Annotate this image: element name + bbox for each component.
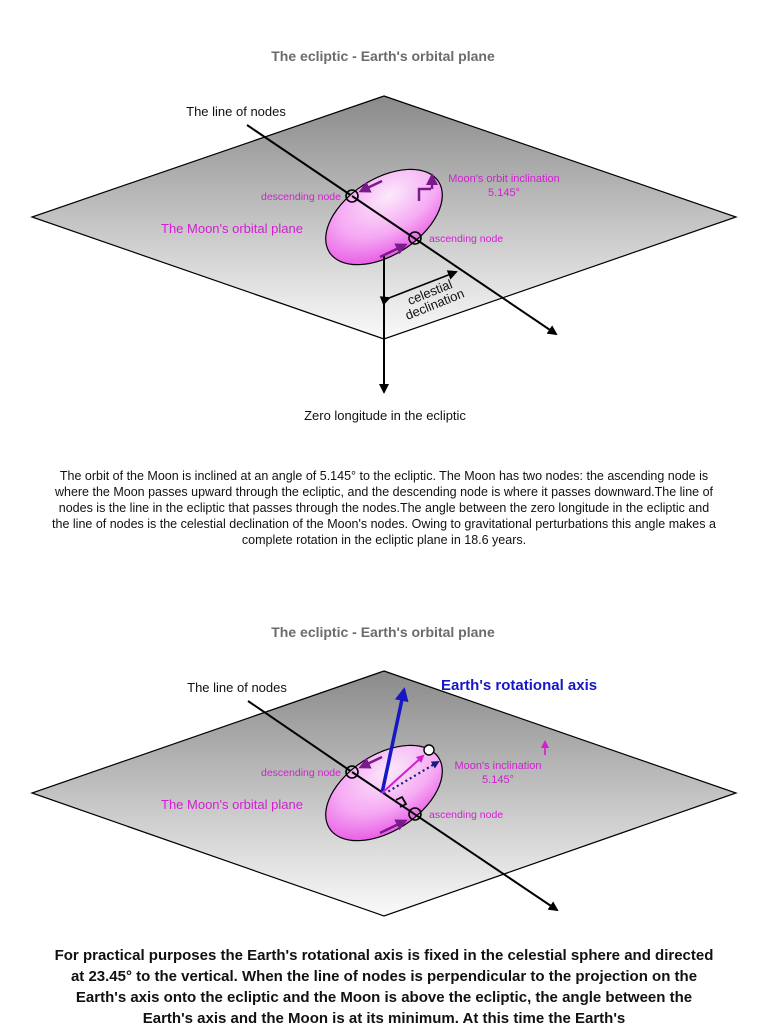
inclination-label-line2: 5.145° [488, 187, 520, 199]
zero-longitude-label: Zero longitude in the ecliptic [304, 408, 466, 423]
line-of-nodes-label-2: The line of nodes [187, 680, 287, 695]
line-of-nodes-lower [351, 195, 558, 336]
line-of-nodes-label: The line of nodes [186, 104, 286, 119]
line-of-nodes-upper-2 [247, 700, 353, 773]
declination-arc-arrow [379, 270, 458, 306]
descending-direction-arrow-2 [358, 755, 383, 769]
descending-node-marker [345, 189, 359, 203]
inclination-label-2-line1: Moon's inclination [454, 760, 541, 772]
rotational-axis-label: Earth's rotational axis [441, 677, 597, 694]
ascending-node-label-2: ascending node [429, 809, 503, 821]
inclination-label-line1: Moon's orbit inclination [448, 173, 560, 185]
moon-icon [423, 744, 435, 756]
earth-rotational-axis-arrow [380, 687, 409, 794]
diagram2-title: The ecliptic - Earth's orbital plane [271, 624, 495, 640]
moon-plane-label-2: The Moon's orbital plane [161, 797, 303, 812]
line-of-nodes-upper [246, 124, 353, 197]
ascending-direction-arrow [379, 243, 408, 259]
ascending-node-label: ascending node [429, 233, 503, 245]
descending-node-label: descending node [261, 191, 341, 203]
line-of-nodes-lower-2 [351, 771, 559, 912]
right-angle-icon [417, 187, 431, 201]
moon-plane-label: The Moon's orbital plane [161, 221, 303, 236]
descending-node-label-2: descending node [261, 767, 341, 779]
inclination-label-2-line2: 5.145° [482, 774, 514, 786]
axis-projection-arrow [383, 760, 440, 795]
ascending-node-marker-2 [408, 807, 422, 821]
explanation-paragraph-2: For practical purposes the Earth's rotat… [54, 947, 714, 1027]
descending-node-marker-2 [345, 765, 359, 779]
moon-direction-arrow [381, 754, 425, 794]
explanation-paragraph-1: The orbit of the Moon is inclined at an … [52, 469, 716, 547]
diagram1-title: The ecliptic - Earth's orbital plane [271, 48, 495, 64]
ascending-direction-arrow-2 [379, 819, 408, 835]
right-angle-icon-2 [395, 795, 408, 808]
ascending-node-marker [408, 231, 422, 245]
descending-direction-arrow [358, 179, 383, 193]
